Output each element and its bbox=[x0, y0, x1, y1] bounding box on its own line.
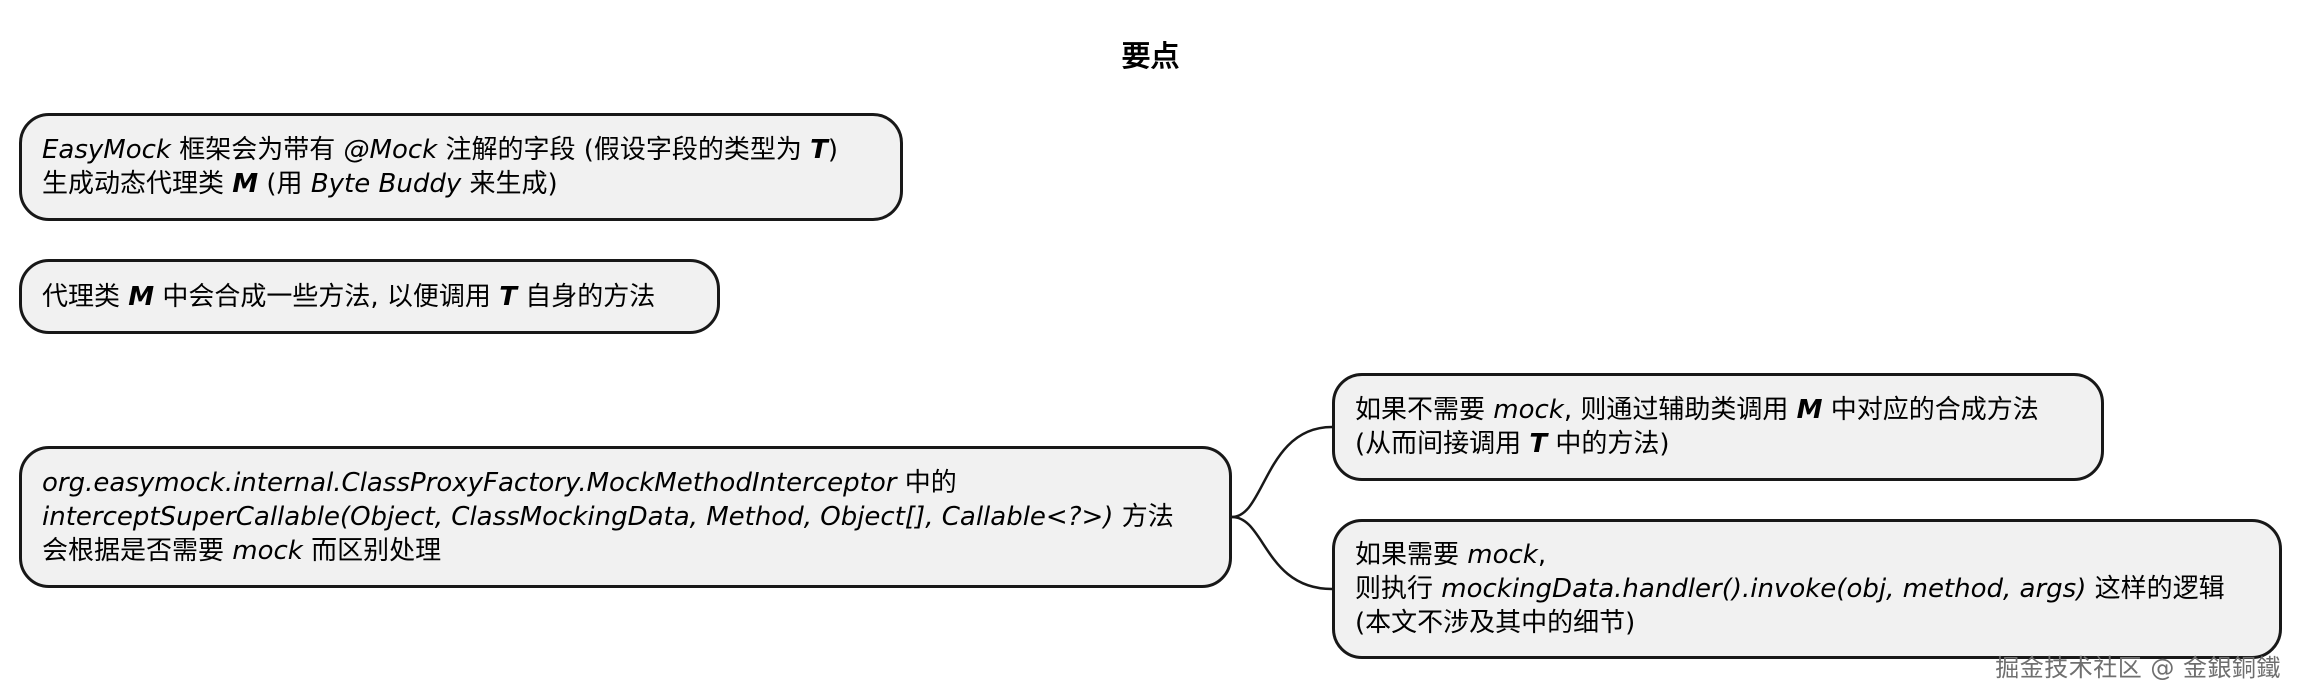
node-text-run: T bbox=[499, 281, 517, 312]
node-text-line: (本文不涉及其中的细节) bbox=[1355, 606, 2259, 640]
node-text-run: 中的方法) bbox=[1547, 429, 1670, 459]
node-text-run: (本文不涉及其中的细节) bbox=[1355, 608, 1636, 638]
node-text-run: EasyMock bbox=[42, 135, 171, 165]
node-easymock-proxy-generation: EasyMock 框架会为带有 @Mock 注解的字段 (假设字段的类型为 T)… bbox=[19, 113, 903, 221]
node-text-run: 中对应的合成方法 bbox=[1822, 395, 2039, 425]
node-text-line: 代理类 M 中会合成一些方法, 以便调用 T 自身的方法 bbox=[42, 280, 697, 314]
node-no-mock-branch: 如果不需要 mock, 则通过辅助类调用 M 中对应的合成方法(从而间接调用 T… bbox=[1332, 373, 2104, 481]
node-text-run: 中会合成一些方法, 以便调用 bbox=[154, 281, 500, 312]
node-text-run: Byte Buddy bbox=[310, 169, 462, 199]
node-text-run: 这样的逻辑 bbox=[2086, 574, 2225, 604]
node-text-run: 则执行 bbox=[1355, 574, 1442, 604]
node-mock-branch: 如果需要 mock,则执行 mockingData.handler().invo… bbox=[1332, 519, 2282, 659]
node-text-run: 框架会为带有 bbox=[170, 135, 344, 165]
node-text-run: 代理类 bbox=[42, 281, 129, 312]
node-text-run: mockingData.handler().invoke(obj, method… bbox=[1441, 574, 2087, 604]
node-text-run: , 则通过辅助类调用 bbox=[1563, 395, 1797, 425]
node-text-run: 来生成) bbox=[461, 169, 558, 199]
node-text-line: 会根据是否需要 mock 而区别处理 bbox=[42, 534, 1209, 568]
node-text-line: EasyMock 框架会为带有 @Mock 注解的字段 (假设字段的类型为 T) bbox=[42, 133, 880, 167]
node-text-run: 自身的方法 bbox=[516, 281, 656, 312]
node-text-run: (用 bbox=[258, 169, 311, 199]
node-text-line: 生成动态代理类 M (用 Byte Buddy 来生成) bbox=[42, 167, 880, 201]
node-text-run: 会根据是否需要 bbox=[42, 536, 233, 566]
node-text-line: 如果需要 mock, bbox=[1355, 538, 2259, 572]
node-text-run: ) bbox=[827, 135, 839, 165]
node-text-run: mock bbox=[232, 536, 303, 566]
node-text-run: mock bbox=[1493, 395, 1564, 425]
node-text-run: 而区别处理 bbox=[302, 536, 442, 566]
connector-n3-n4 bbox=[1231, 425, 1333, 519]
node-text-run: 中的 bbox=[896, 468, 957, 498]
node-intercept-super-callable: org.easymock.internal.ClassProxyFactory.… bbox=[19, 446, 1232, 588]
node-text-run: M bbox=[128, 281, 155, 312]
node-text-run: (从而间接调用 bbox=[1355, 429, 1530, 459]
node-text-run: @Mock bbox=[343, 135, 438, 165]
node-text-line: 如果不需要 mock, 则通过辅助类调用 M 中对应的合成方法 bbox=[1355, 393, 2081, 427]
node-text-line: interceptSuperCallable(Object, ClassMock… bbox=[42, 500, 1209, 534]
node-text-run: 如果需要 bbox=[1355, 540, 1468, 570]
node-text-run: T bbox=[810, 135, 828, 165]
node-text-run: M bbox=[1796, 395, 1823, 425]
node-text-run: 如果不需要 bbox=[1355, 395, 1494, 425]
node-text-run: T bbox=[1529, 429, 1548, 459]
node-synthesized-methods: 代理类 M 中会合成一些方法, 以便调用 T 自身的方法 bbox=[19, 259, 720, 334]
node-text-run: 方法 bbox=[1113, 502, 1174, 532]
node-text-run: 注解的字段 (假设字段的类型为 bbox=[437, 135, 811, 165]
node-text-run: M bbox=[232, 169, 259, 199]
node-text-run: org.easymock.internal.ClassProxyFactory.… bbox=[42, 468, 897, 498]
connector-n3-n5 bbox=[1231, 515, 1333, 591]
diagram-title: 要点 bbox=[1121, 39, 1180, 73]
node-text-line: org.easymock.internal.ClassProxyFactory.… bbox=[42, 466, 1209, 500]
node-text-line: (从而间接调用 T 中的方法) bbox=[1355, 427, 2081, 461]
node-text-line: 则执行 mockingData.handler().invoke(obj, me… bbox=[1355, 572, 2259, 606]
node-text-run: interceptSuperCallable(Object, ClassMock… bbox=[42, 502, 1114, 532]
node-text-run: 生成动态代理类 bbox=[42, 169, 233, 199]
node-text-run: mock bbox=[1467, 540, 1538, 570]
node-text-run: , bbox=[1537, 540, 1547, 570]
watermark: 掘金技术社区 @ 金銀銅鐵 bbox=[1995, 654, 2281, 682]
